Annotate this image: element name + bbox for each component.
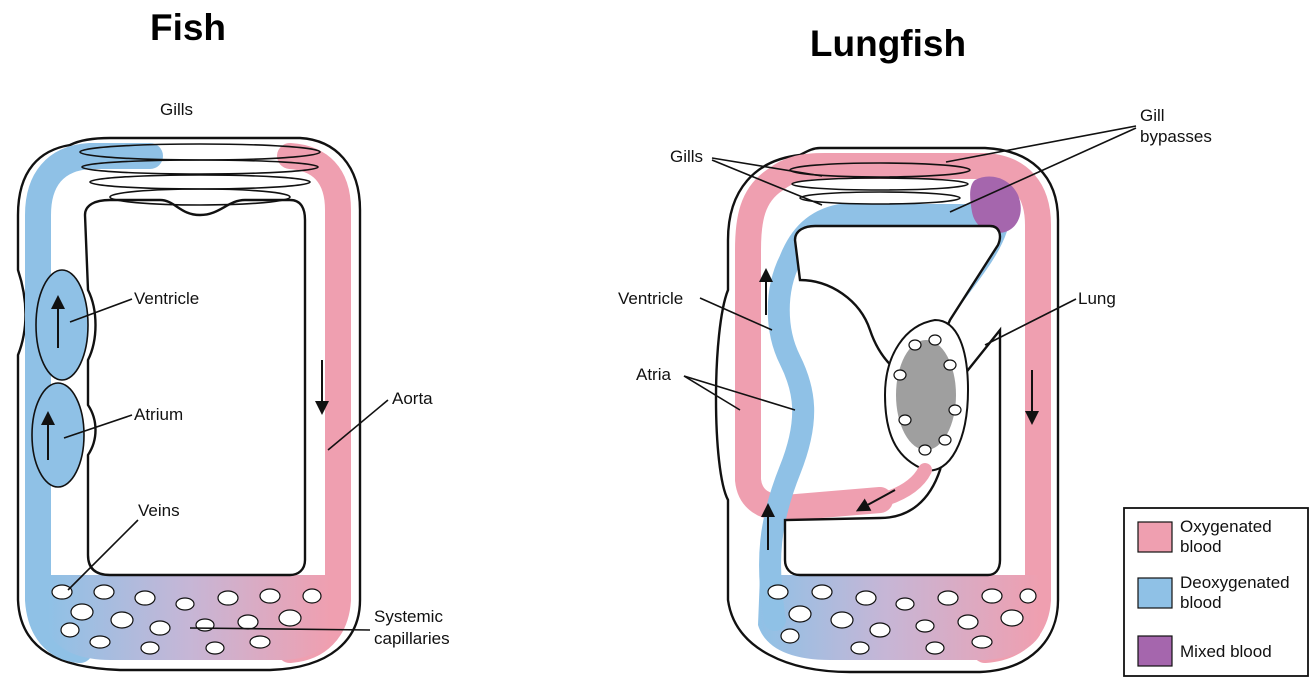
fish-label-ventricle: Ventricle — [134, 289, 199, 308]
fish-label-veins: Veins — [138, 501, 180, 520]
lungfish-title: Lungfish — [810, 23, 966, 64]
lungfish-label-atria: Atria — [636, 365, 672, 384]
legend-label-oxygenated-2: blood — [1180, 537, 1222, 556]
fish-label-atrium: Atrium — [134, 405, 183, 424]
legend-swatch-oxygenated — [1138, 522, 1172, 552]
legend-label-oxygenated-1: Oxygenated — [1180, 517, 1272, 536]
lungfish-diagram: Lungfish — [618, 23, 1212, 672]
legend-label-deoxygenated-2: blood — [1180, 593, 1222, 612]
fish-label-aorta: Aorta — [392, 389, 433, 408]
fish-label-systemic: Systemic — [374, 607, 443, 626]
fish-diagram: Fish — [18, 7, 450, 670]
fish-inner-cavity — [85, 200, 305, 575]
lungfish-label-gills: Gills — [670, 147, 703, 166]
legend-swatch-deoxygenated — [1138, 578, 1172, 608]
legend-swatch-mixed — [1138, 636, 1172, 666]
fish-ventricle — [36, 270, 88, 380]
lungfish-bypass-leader-1 — [946, 126, 1136, 162]
legend-label-mixed: Mixed blood — [1180, 642, 1272, 661]
fish-label-gills: Gills — [160, 100, 193, 119]
fish-atrium — [32, 383, 84, 487]
fish-title: Fish — [150, 7, 226, 48]
lungfish-label-ventricle: Ventricle — [618, 289, 683, 308]
lungfish-label-gill-bypasses-2: bypasses — [1140, 127, 1212, 146]
lungfish-label-lung: Lung — [1078, 289, 1116, 308]
fish-label-capillaries: capillaries — [374, 629, 450, 648]
legend: Oxygenated blood Deoxygenated blood Mixe… — [1124, 508, 1308, 676]
lungfish-label-gill-bypasses-1: Gill — [1140, 106, 1165, 125]
legend-label-deoxygenated-1: Deoxygenated — [1180, 573, 1290, 592]
